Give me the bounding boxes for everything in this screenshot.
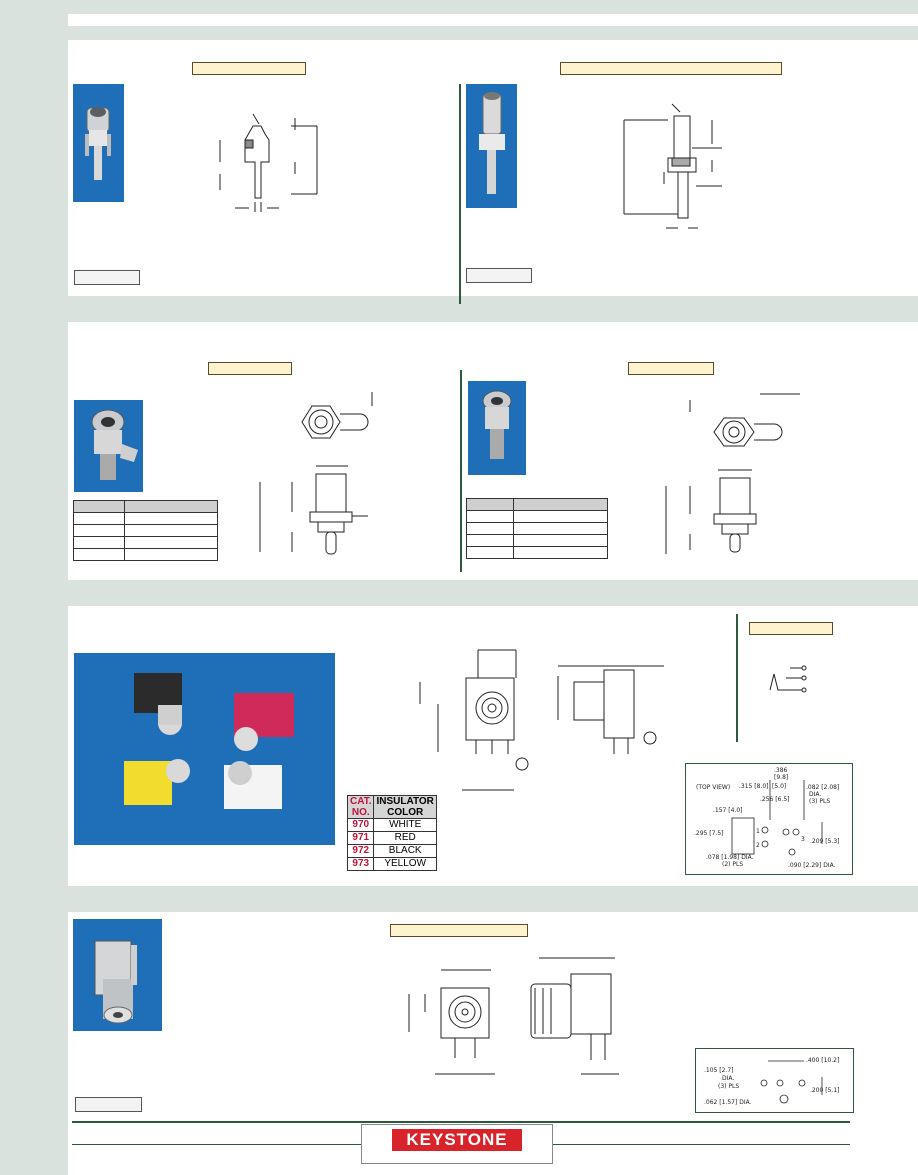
pcb-dimension: [9.8] — [774, 774, 789, 781]
part-label-box — [390, 924, 528, 937]
dimension-drawing-2 — [623, 103, 722, 229]
pcb-dimension: .082 [2.08] — [806, 784, 840, 791]
table-row: 972 BLACK — [346, 844, 437, 858]
pcb-layout-drawing — [731, 780, 823, 856]
pcb-dimension: .209 [5.3] — [810, 838, 840, 845]
panel-jack-photo-left — [74, 400, 143, 492]
footer-rule — [72, 1121, 850, 1123]
colored-jacks-photo — [74, 653, 335, 845]
pcb-dimension: .200 [5.1] — [810, 1087, 840, 1094]
jack-photo-left — [73, 84, 124, 202]
top-white-strip — [68, 14, 918, 26]
dimension-drawing-6 — [408, 957, 619, 1075]
jack-photo-drawing — [91, 409, 138, 480]
pcb-dimension: (3) PLS — [809, 798, 831, 805]
cat-no-cell: 973 — [346, 857, 375, 871]
pcb-dimension: .062 [1.57] DIA. — [704, 1099, 752, 1106]
pcb-dimension: .256 [6.5] — [760, 796, 790, 803]
section-band — [68, 580, 918, 606]
part-label-box — [560, 62, 782, 75]
color-cell: WHITE — [373, 818, 437, 832]
part-label-box — [208, 362, 292, 375]
spec-box — [466, 268, 532, 283]
table-row: 973 YELLOW — [346, 857, 437, 871]
column-divider — [736, 614, 738, 742]
pcb-dimension: .090 [2.29] DIA. — [788, 862, 836, 869]
schematic-symbol — [769, 665, 807, 693]
pin-number: 3 — [801, 836, 805, 843]
pcb-dimension: .295 [7.5] — [694, 830, 724, 837]
section-band — [68, 886, 918, 912]
column-divider — [460, 370, 462, 572]
pcb-dimension: (3) PLS — [718, 1083, 740, 1090]
pcb-layout-box: (TOP VIEW) .386 [9.8] .315 [8.0] [5.0] .… — [685, 763, 853, 875]
pcb-dimension: .400 [10.2] — [806, 1057, 840, 1064]
cat-no-cell: 971 — [346, 831, 375, 845]
panel-jack-photo-right — [468, 381, 526, 475]
pcb-layout-drawing — [760, 1060, 823, 1104]
dimension-drawing-1 — [219, 113, 318, 212]
jack-photo-drawing — [85, 107, 111, 180]
table-row: 970 WHITE — [346, 818, 437, 832]
pcb-dimension: .157 [4.0] — [713, 807, 743, 814]
pcb-dimension: DIA. — [722, 1075, 735, 1082]
color-cell: BLACK — [373, 844, 437, 858]
cat-no-cell: 970 — [346, 818, 375, 832]
pcb-dimension: .105 [2.7] — [704, 1067, 734, 1074]
dimension-drawing-3 — [259, 392, 373, 555]
pcb-dimension: [5.0] — [772, 783, 787, 790]
catalog-table: CAT. NO. INSULATOR COLOR 970 WHITE 971 R… — [346, 795, 437, 871]
insulator-color-header: INSULATOR COLOR — [373, 795, 437, 819]
section-band — [68, 296, 918, 322]
table-row: 971 RED — [346, 831, 437, 845]
cat-no-header: CAT. NO. — [346, 795, 375, 819]
cat-no-cell: 972 — [346, 844, 375, 858]
color-cell: RED — [373, 831, 437, 845]
keystone-logo: KEYSTONE — [361, 1124, 553, 1164]
pcb-dimension: .315 [8.0] — [739, 783, 769, 790]
colored-jacks-drawing — [124, 673, 294, 809]
jack-photo-right — [466, 84, 517, 208]
pin-number: 1 — [756, 828, 760, 835]
spec-box — [74, 270, 140, 285]
dimension-drawing-4 — [665, 393, 800, 554]
pin-number: 2 — [756, 842, 760, 849]
pcb-dimension: .078 [1.98] DIA. — [706, 854, 754, 861]
left-margin-strip — [0, 0, 68, 1175]
spec-table-right — [466, 498, 608, 559]
part-label-box — [192, 62, 306, 75]
dimension-drawing-5 — [419, 649, 664, 791]
spec-box — [75, 1097, 142, 1112]
pcb-dimension: (2) PLS — [722, 861, 744, 868]
column-divider — [459, 84, 461, 304]
jack-photo-drawing — [482, 390, 512, 459]
f-connector-photo — [73, 919, 162, 1031]
part-label-box — [628, 362, 714, 375]
pcb-dimension: DIA. — [809, 791, 822, 798]
color-cell: YELLOW — [373, 857, 437, 871]
pcb-top-view-label: (TOP VIEW) — [696, 784, 731, 791]
f-connector-drawing — [94, 940, 137, 1024]
jack-photo-drawing — [479, 92, 505, 194]
part-label-box — [749, 622, 833, 635]
logo-text: KEYSTONE — [392, 1129, 522, 1151]
pcb-layout-box-bottom: .105 [2.7] DIA. (3) PLS .400 [10.2] .200… — [695, 1048, 854, 1113]
pcb-dimension: .386 — [774, 767, 788, 774]
spec-table-left — [73, 500, 218, 561]
